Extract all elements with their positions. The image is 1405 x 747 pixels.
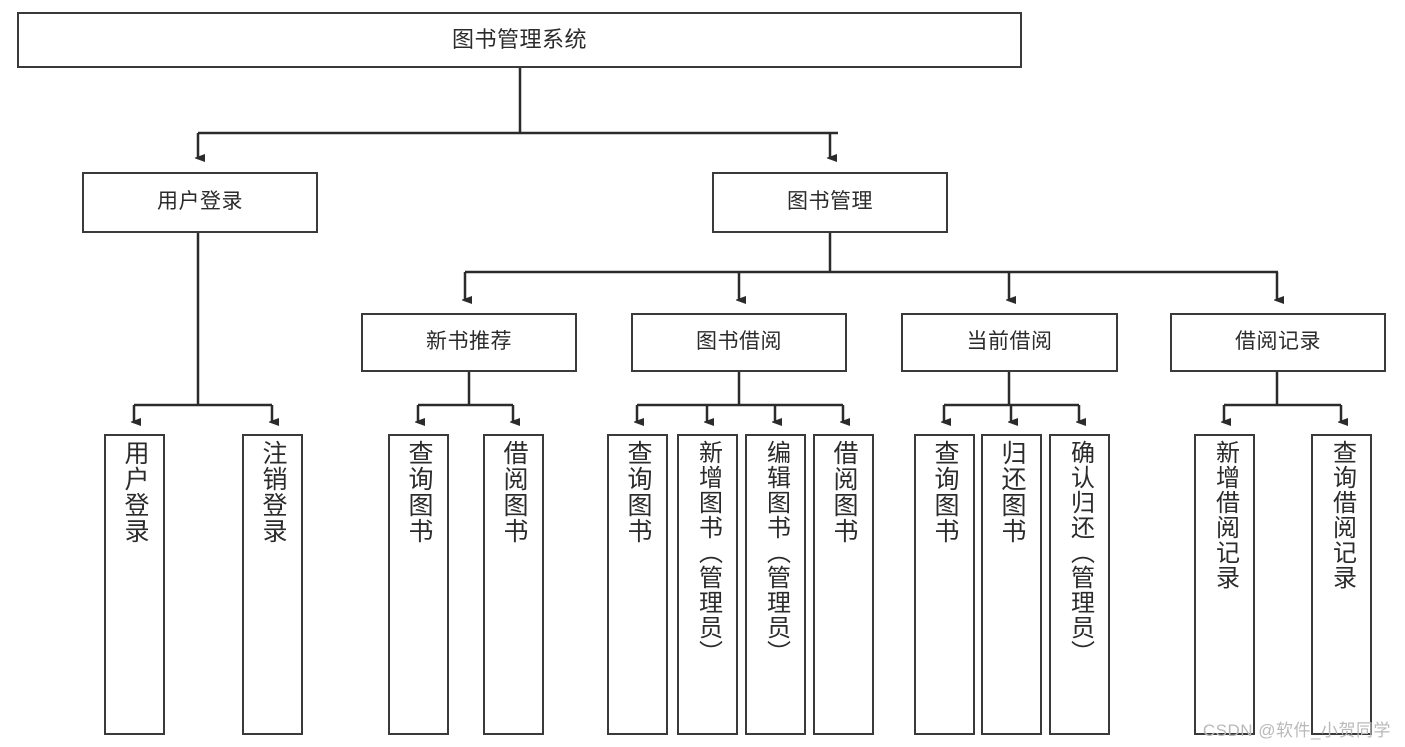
node-leaf-query-book-1-label: 查询图书 xyxy=(405,440,433,544)
node-root[interactable]: 图书管理系统 xyxy=(17,12,1022,68)
node-leaf-borrow-book-1-label: 借阅图书 xyxy=(500,440,528,544)
node-leaf-logout-label: 注销登录 xyxy=(259,440,287,544)
node-borrow-record[interactable]: 借阅记录 xyxy=(1170,313,1386,372)
node-leaf-logout[interactable]: 注销登录 xyxy=(242,434,303,735)
node-new-book-rec-label: 新书推荐 xyxy=(426,330,512,354)
node-root-label: 图书管理系统 xyxy=(451,27,587,53)
watermark: CSDN @软件_小贺同学 xyxy=(1202,721,1391,740)
node-book-borrow-label: 图书借阅 xyxy=(696,330,782,354)
node-leaf-borrow-book-2[interactable]: 借阅图书 xyxy=(813,434,874,735)
node-book-manage[interactable]: 图书管理 xyxy=(712,172,948,233)
node-borrow-record-label: 借阅记录 xyxy=(1235,330,1321,354)
node-leaf-add-record-label: 新增借阅记录 xyxy=(1211,440,1239,590)
node-current-borrow[interactable]: 当前借阅 xyxy=(901,313,1118,372)
node-book-manage-label: 图书管理 xyxy=(787,190,873,214)
node-leaf-query-record[interactable]: 查询借阅记录 xyxy=(1311,434,1372,735)
node-leaf-query-book-3[interactable]: 查询图书 xyxy=(914,434,975,735)
node-book-borrow[interactable]: 图书借阅 xyxy=(631,313,847,372)
node-leaf-borrow-book-1[interactable]: 借阅图书 xyxy=(483,434,544,735)
node-leaf-query-record-label: 查询借阅记录 xyxy=(1328,440,1356,590)
node-leaf-query-book-3-label: 查询图书 xyxy=(931,440,959,544)
node-leaf-return-book[interactable]: 归还图书 xyxy=(981,434,1042,735)
node-leaf-edit-book-label: 编辑图书（管理员） xyxy=(762,440,790,665)
node-leaf-edit-book[interactable]: 编辑图书（管理员） xyxy=(745,434,806,735)
node-leaf-add-record[interactable]: 新增借阅记录 xyxy=(1194,434,1255,735)
node-new-book-rec[interactable]: 新书推荐 xyxy=(361,313,577,372)
node-user-login-label: 用户登录 xyxy=(157,190,243,214)
node-user-login[interactable]: 用户登录 xyxy=(82,172,318,233)
node-leaf-user-login[interactable]: 用户登录 xyxy=(104,434,165,735)
node-leaf-return-book-label: 归还图书 xyxy=(998,440,1026,544)
node-leaf-query-book-1[interactable]: 查询图书 xyxy=(388,434,449,735)
node-leaf-confirm-return[interactable]: 确认归还（管理员） xyxy=(1049,434,1110,735)
node-leaf-add-book[interactable]: 新增图书（管理员） xyxy=(677,434,738,735)
node-leaf-query-book-2-label: 查询图书 xyxy=(624,440,652,544)
node-leaf-add-book-label: 新增图书（管理员） xyxy=(694,440,722,665)
node-leaf-confirm-return-label: 确认归还（管理员） xyxy=(1066,440,1094,665)
node-current-borrow-label: 当前借阅 xyxy=(966,330,1053,354)
node-leaf-user-login-label: 用户登录 xyxy=(121,440,149,544)
node-leaf-borrow-book-2-label: 借阅图书 xyxy=(830,440,858,544)
node-leaf-query-book-2[interactable]: 查询图书 xyxy=(607,434,668,735)
